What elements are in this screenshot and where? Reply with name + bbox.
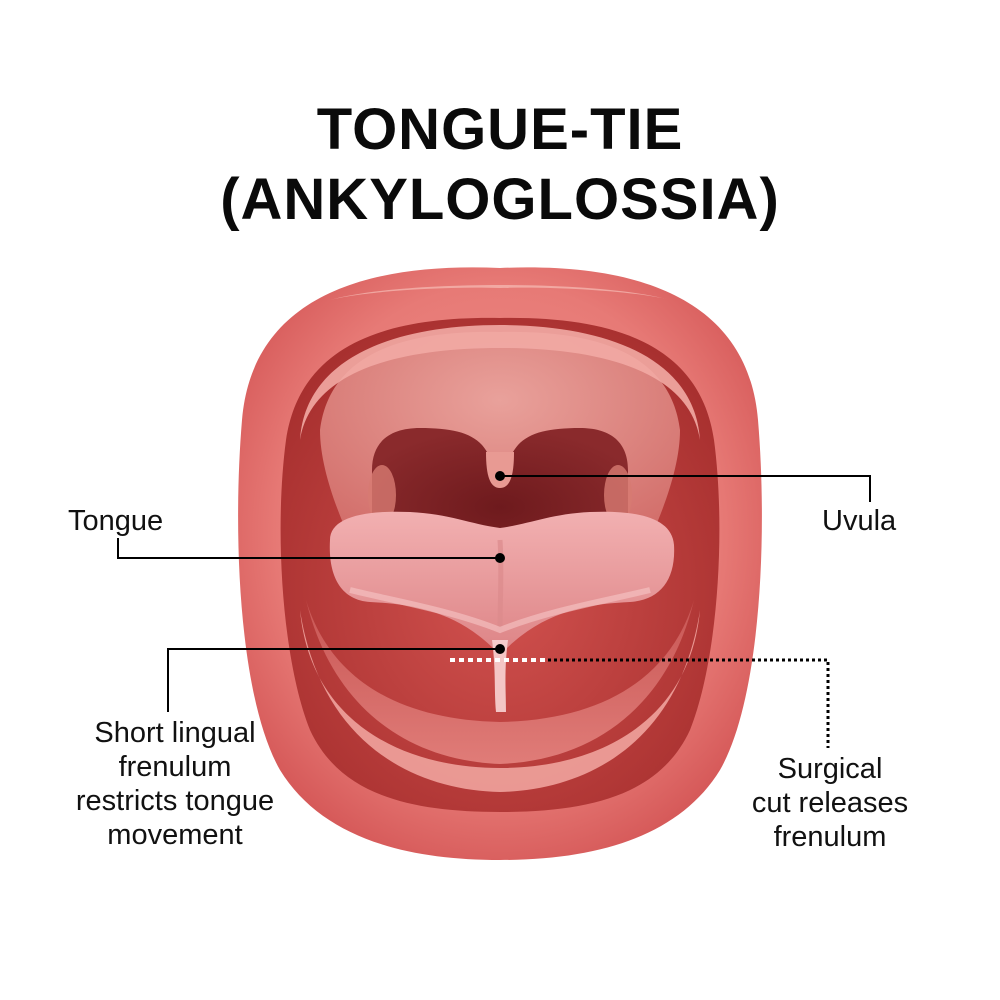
surgical-label-line: frenulum [773, 821, 887, 853]
frenulum-label: Short lingual frenulum restricts tongue … [60, 716, 290, 852]
tongue-groove [497, 539, 504, 631]
tongue-highlight [349, 587, 651, 634]
tongue-label: Tongue [68, 505, 164, 537]
left-tonsil [368, 465, 396, 525]
surgical-label-line: Surgical [777, 753, 883, 785]
frenulum-leader-dot [495, 644, 505, 654]
title-line-2: (ANKYLOGLOSSIA) [220, 167, 780, 232]
surgical-leader-line [548, 658, 830, 748]
tongue-leader-line [117, 538, 500, 559]
mouth-floor [306, 600, 694, 764]
right-tonsil [604, 465, 632, 525]
upper-gum [300, 325, 700, 440]
tongue-leader-dot [495, 553, 505, 563]
uvula [486, 452, 514, 488]
upper-lip-highlight [330, 285, 670, 300]
frenulum-label-line: restricts tongue [75, 785, 275, 817]
title-line-1: TONGUE-TIE [316, 97, 684, 162]
surgical-cut-label: Surgical cut releases frenulum [730, 752, 930, 854]
uvula-leader-line [500, 475, 871, 502]
uvula-leader-dot [495, 471, 505, 481]
uvula-label: Uvula [822, 505, 897, 537]
surgical-label-line: cut releases [751, 787, 909, 819]
frenulum-label-line: Short lingual [94, 717, 256, 749]
frenulum-leader-line [167, 648, 500, 712]
frenulum-label-line: frenulum [118, 751, 232, 783]
frenulum-label-line: movement [107, 819, 243, 851]
